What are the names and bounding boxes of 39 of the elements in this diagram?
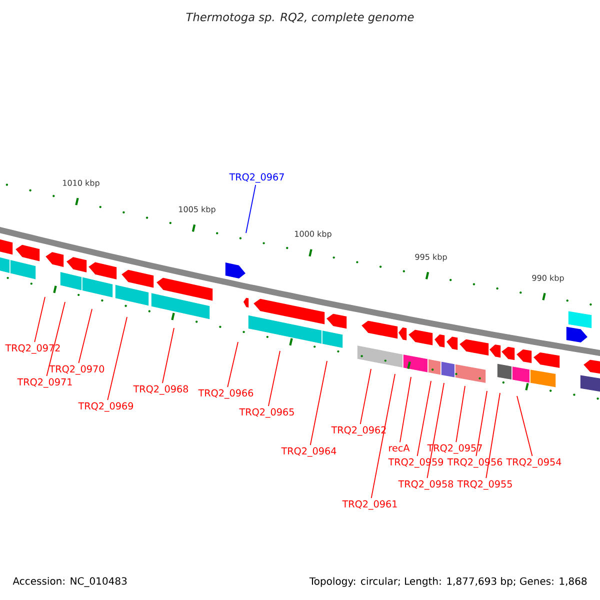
gene-label: TRQ2_0954 bbox=[506, 458, 562, 468]
leader-line bbox=[268, 350, 280, 406]
leader-line bbox=[46, 302, 66, 377]
gene-label: TRQ2_0971 bbox=[17, 378, 72, 388]
gene-label: TRQ2_0970 bbox=[49, 365, 104, 375]
leader-line bbox=[516, 396, 533, 457]
gene-label: TRQ2_0961 bbox=[342, 500, 397, 510]
scale-label: 990 kbp bbox=[532, 274, 564, 282]
scale-label: 1010 kbp bbox=[63, 180, 100, 188]
gene-label: TRQ2_0967 bbox=[229, 173, 284, 183]
leader-line bbox=[162, 328, 174, 384]
gene-label: TRQ2_0958 bbox=[398, 480, 454, 490]
scale-label: 1000 kbp bbox=[295, 230, 332, 238]
leader-line bbox=[78, 308, 92, 364]
leader-line bbox=[486, 392, 500, 479]
leader-line bbox=[360, 368, 372, 425]
gene-label: TRQ2_0968 bbox=[133, 385, 188, 395]
title: Thermotoga sp. RQ2, complete genome bbox=[186, 12, 414, 24]
leader-line bbox=[400, 376, 412, 443]
gene-label: TRQ2_0965 bbox=[239, 408, 294, 418]
leader-line bbox=[310, 360, 328, 446]
leader-line bbox=[476, 390, 488, 457]
gene-label: TRQ2_0969 bbox=[78, 402, 134, 412]
leader-line bbox=[456, 386, 466, 443]
leader-line bbox=[426, 382, 444, 479]
gene-label: recA bbox=[389, 444, 410, 452]
leader-line bbox=[246, 184, 256, 234]
leader-line bbox=[416, 380, 432, 457]
leader-line bbox=[34, 296, 46, 343]
leader-line bbox=[370, 374, 396, 499]
gene-label: TRQ2_0964 bbox=[281, 447, 336, 457]
gene-label: TRQ2_0955 bbox=[457, 480, 512, 490]
scale-label: 1005 kbp bbox=[179, 206, 216, 214]
leader-line bbox=[107, 316, 128, 401]
scale-label: 995 kbp bbox=[415, 254, 447, 262]
accession-text: Accession: NC_010483 bbox=[12, 577, 127, 587]
genome-summary-text: Topology: circular; Length: 1,877,693 bp; Genes: 1,868 bbox=[309, 577, 587, 587]
leader-line bbox=[227, 342, 238, 388]
gene-label: TRQ2_0966 bbox=[198, 389, 254, 399]
